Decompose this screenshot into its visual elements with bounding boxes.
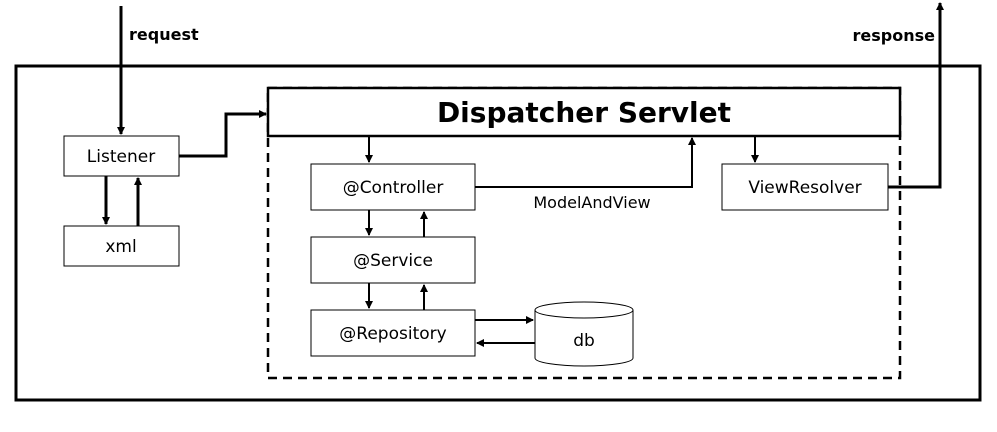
controller-node: @Controller <box>310 163 476 211</box>
view-resolver-label: ViewResolver <box>748 178 861 198</box>
repository-label: @Repository <box>339 324 446 344</box>
db-label: db <box>573 331 595 351</box>
view-resolver-node: ViewResolver <box>721 163 889 211</box>
xml-label: xml <box>105 237 136 257</box>
outer-container-frame <box>14 64 982 402</box>
listener-node: Listener <box>63 135 180 177</box>
dispatcher-servlet-node: Dispatcher Servlet <box>266 86 902 138</box>
controller-to-dispatcher-edge <box>475 137 696 188</box>
response-edge <box>888 2 944 189</box>
listener-label: Listener <box>87 147 155 167</box>
dispatcher-servlet-label: Dispatcher Servlet <box>437 96 731 129</box>
db-cylinder-node: db <box>534 301 634 367</box>
service-label: @Service <box>353 251 433 271</box>
repository-node: @Repository <box>310 309 476 357</box>
request-label: request <box>129 25 199 44</box>
service-node: @Service <box>310 236 476 284</box>
xml-node: xml <box>63 225 180 267</box>
model-and-view-label: ModelAndView <box>533 193 650 212</box>
controller-label: @Controller <box>343 178 444 198</box>
listener-to-dispatcher-edge <box>179 110 267 158</box>
response-label: response <box>853 26 936 45</box>
